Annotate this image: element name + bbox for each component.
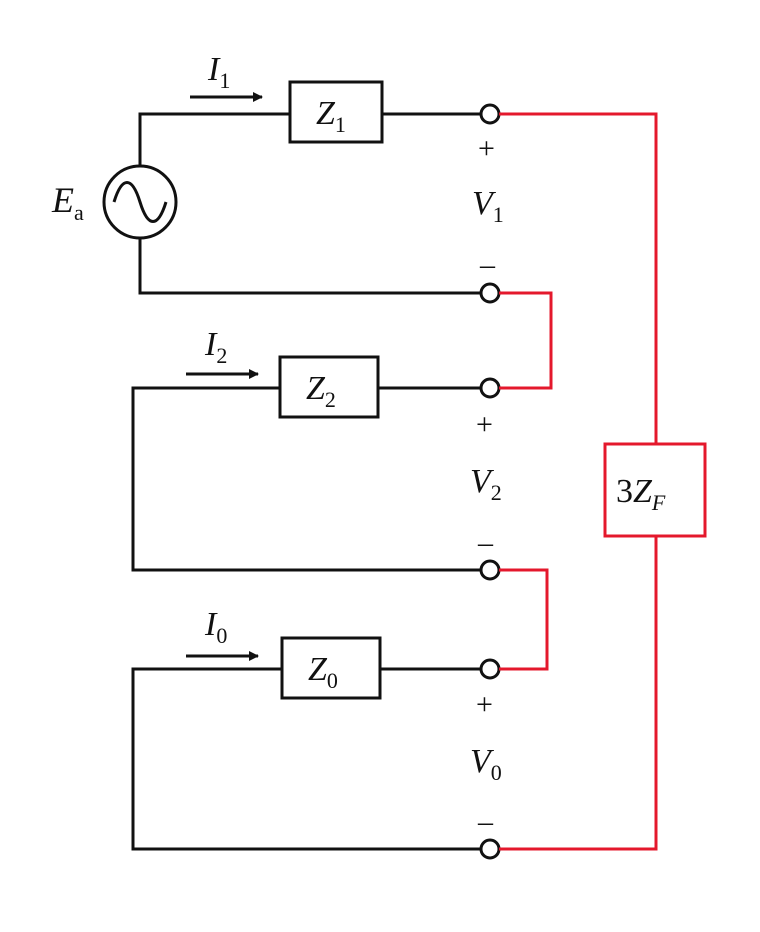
impedance-label-z2: Z2 — [306, 370, 336, 412]
source-label: Ea — [51, 180, 84, 225]
impedance-box-z0 — [280, 636, 382, 700]
negative-sequence-network: Z2 I2 + – V2 — [131, 326, 502, 581]
voltage-label-v2: V2 — [470, 463, 502, 505]
terminal-neg-minus — [479, 559, 501, 581]
impedance-box-z2 — [278, 355, 380, 419]
voltage-label-v0: V0 — [470, 743, 502, 785]
wire-pos-bottom — [138, 236, 482, 295]
red-wire-bottom — [499, 536, 658, 851]
minus-sign-v2: – — [477, 526, 494, 559]
impedance-label-z1: Z1 — [316, 95, 346, 137]
terminal-pos-plus — [479, 103, 501, 125]
current-label-i1: I1 — [207, 51, 230, 93]
current-label-i0: I0 — [204, 606, 227, 648]
red-link-neg-zero — [499, 568, 549, 671]
fault-impedance-label: 3ZF — [616, 473, 666, 515]
terminal-zero-minus — [479, 838, 501, 860]
voltage-label-v1: V1 — [472, 185, 504, 227]
wire-neg-loop — [131, 386, 482, 572]
ac-source-icon — [102, 164, 178, 240]
minus-sign-v1: – — [479, 248, 496, 281]
positive-sequence-network: Ea Z1 I1 + – V1 — [51, 51, 504, 304]
plus-sign-v2: + — [476, 408, 493, 441]
fault-impedance-box — [603, 442, 707, 538]
red-wire-top — [499, 112, 658, 444]
red-link-pos-neg — [499, 291, 553, 390]
impedance-box-z1 — [288, 80, 384, 144]
plus-sign-v0: + — [476, 688, 493, 721]
terminal-pos-minus — [479, 282, 501, 304]
fault-connection: 3ZF — [499, 112, 707, 851]
terminal-zero-plus — [479, 658, 501, 680]
wire-zero-loop — [131, 667, 482, 851]
impedance-label-z0: Z0 — [308, 651, 338, 693]
terminal-neg-plus — [479, 377, 501, 399]
plus-sign-v1: + — [478, 132, 495, 165]
zero-sequence-network: Z0 I0 + – V0 — [131, 606, 502, 860]
current-label-i2: I2 — [204, 326, 227, 368]
wire-pos-top-left — [138, 112, 292, 168]
minus-sign-v0: – — [477, 805, 494, 838]
